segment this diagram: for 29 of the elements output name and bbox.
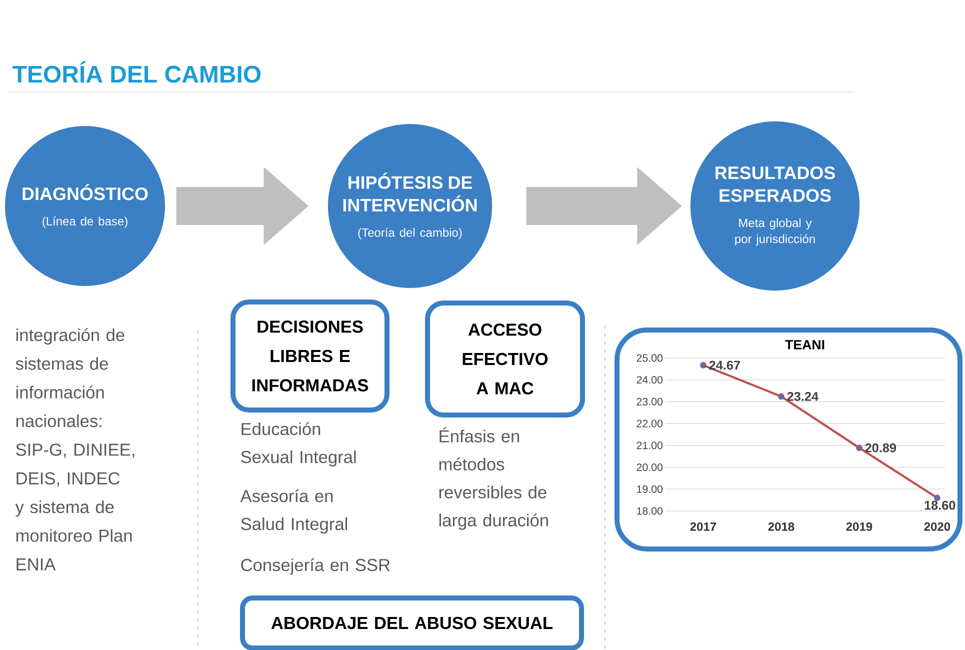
y-tick-label: 23.00	[636, 398, 663, 406]
x-tick-label: 2020	[924, 522, 950, 531]
item-text: Énfasis en métodos reversibles de larga duración	[439, 427, 548, 530]
topic-box: ACCESO EFECTIVO A MAC	[425, 300, 585, 418]
chart-title: TEANI	[785, 340, 824, 350]
description-text: integración de sistemas de información nacionales: SIP-G, DINIEE, DEIS, INDEC y sistema de monitoreo Plan ENIA	[15, 328, 134, 570]
y-tick-label: 18.00	[637, 507, 663, 515]
data-label: 23.24	[787, 392, 818, 401]
point	[778, 393, 784, 400]
y-tick-label: 20.00	[636, 464, 663, 472]
data-label: 24.67	[709, 360, 740, 370]
topic-box: DECISIONES LIBRES E INFORMADAS	[230, 300, 390, 412]
point	[700, 362, 706, 368]
y-tick-label: 21.00	[636, 442, 663, 450]
page-title: TEORÍA DEL CAMBIO	[12, 61, 261, 83]
item-text: Consejería en SSR	[241, 558, 390, 575]
y-tick-label: 24.00	[636, 376, 663, 384]
y-tick-label: 22.00	[636, 420, 663, 428]
item-text: Asesoría en Salud Integral	[240, 489, 348, 534]
y-tick-label: 25.00	[636, 354, 663, 362]
data-label: 18.60	[924, 500, 956, 510]
data-label: 20.89	[865, 443, 896, 452]
x-tick-label: 2019	[846, 522, 872, 531]
x-tick-label: 2018	[768, 522, 794, 531]
item-text: Educación Sexual Integral	[241, 422, 356, 467]
topic-box: ABORDAJE DEL ABUSO SEXUAL	[240, 595, 584, 650]
point	[856, 444, 862, 452]
y-tick-label: 19.00	[637, 485, 663, 493]
x-tick-label: 2017	[690, 522, 716, 531]
